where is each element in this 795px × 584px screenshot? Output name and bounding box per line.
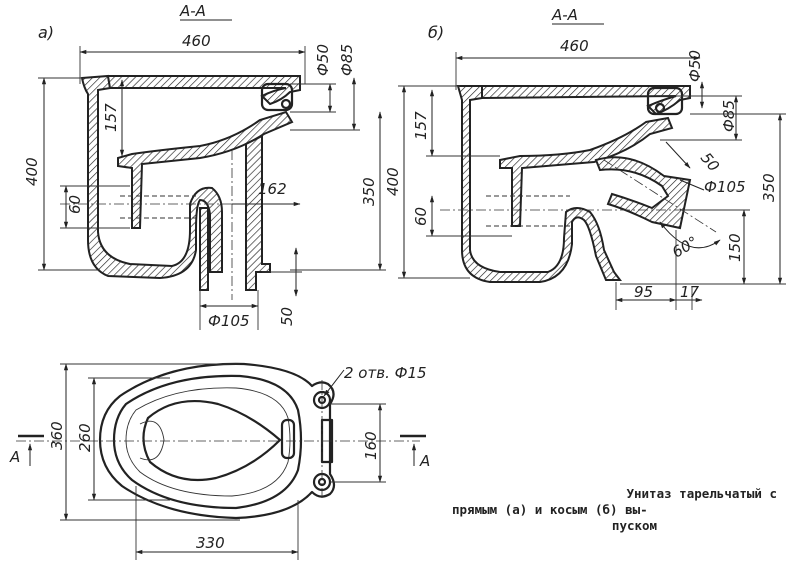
dim-d50-b: Ф50 [686, 50, 704, 82]
dim-95-b: 95 [634, 283, 653, 301]
figure-b-label: б) [428, 23, 444, 42]
inlet-hole-a [280, 98, 292, 110]
dim-330: 330 [196, 534, 225, 552]
caption-line-2: прямым (а) и косым (б) вы- [452, 502, 648, 517]
outlet-pipe-a-left [199, 207, 209, 291]
bowl-rim-b [481, 85, 691, 116]
figure-b: б) А-А 460 400 157 60 Ф50 Ф85 [384, 6, 786, 310]
dim-60: 60 [66, 195, 84, 214]
bowl-rim-right [106, 75, 301, 106]
dim-d105: Ф105 [208, 312, 250, 330]
caption-line-3: пуском [611, 518, 658, 533]
water-inlet-a [260, 82, 294, 112]
dim-350: 350 [360, 177, 378, 206]
dim-d85-b: Ф85 [720, 100, 738, 132]
axis-line [603, 159, 717, 233]
dim-162: 162 [258, 180, 287, 198]
plan-flush-slot [280, 418, 296, 460]
plan-bowl-opening [142, 400, 282, 482]
dim-50: 50 [278, 307, 296, 326]
dim-d85: Ф85 [338, 44, 356, 76]
angle-arc-b [659, 221, 721, 249]
bowl-wall-b [456, 85, 622, 283]
leader-d105-b [679, 179, 705, 191]
dim-160: 160 [362, 431, 380, 460]
dim-60-b: 60 [412, 207, 430, 226]
figure-b-section-title: А-А [551, 6, 578, 24]
caption-line-1: Унитаз тарельчатый с [626, 486, 777, 501]
figure-a-section-title: А-А [179, 2, 206, 20]
section-letter-left: А [9, 448, 20, 466]
dim-line-50-b [665, 141, 691, 169]
dim-400-b: 400 [384, 167, 402, 196]
dim-17-b: 17 [680, 283, 700, 301]
plan-front-shape [139, 420, 165, 461]
section-letter-right: А [419, 452, 430, 470]
dim-350-b: 350 [760, 173, 778, 202]
figure-a-label: а) [38, 23, 54, 42]
figure-caption: Унитаз тарельчатый с прямым (а) и косым … [452, 486, 777, 534]
plan-view: А А 360 260 160 330 2 отв. Ф15 [9, 362, 430, 560]
outlet-pipe-a [245, 134, 271, 291]
dim-157-b: 157 [412, 111, 430, 140]
plan-inner-rim [125, 387, 291, 497]
dim-150-b: 150 [726, 233, 744, 262]
plan-bowl-contour [112, 374, 303, 510]
inlet-hole-b [654, 102, 666, 114]
bowl-inner-shelf [117, 110, 294, 229]
dim-height: 400 [23, 157, 41, 186]
dim-157: 157 [102, 103, 120, 132]
dim-d50: Ф50 [314, 44, 332, 76]
plan-outer-contour [98, 362, 336, 520]
bowl-wall-left [80, 74, 223, 280]
bowl-shelf-b [499, 116, 674, 227]
dim-d105-b: Ф105 [704, 178, 746, 196]
dim-360: 360 [48, 421, 66, 450]
dim-width: 460 [182, 32, 211, 50]
figure-a: а) А-А 460 400 60 157 [23, 2, 386, 330]
water-inlet-b [646, 86, 684, 116]
angled-outlet-b [594, 156, 692, 230]
dim-50-b: 50 [697, 149, 723, 175]
dim-width-b: 460 [560, 37, 589, 55]
leader-holes [323, 369, 345, 397]
dim-260: 260 [76, 423, 94, 452]
dim-holes: 2 отв. Ф15 [344, 364, 427, 382]
